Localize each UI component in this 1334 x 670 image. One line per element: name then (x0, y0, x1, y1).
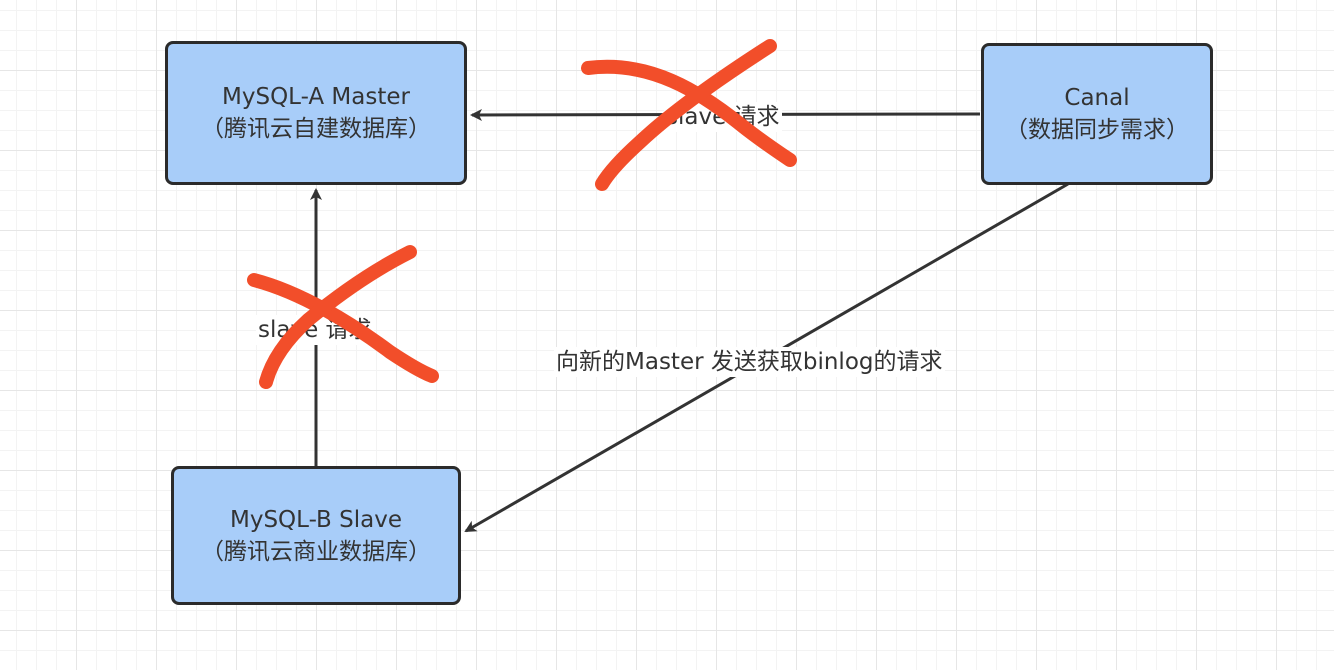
edge-label-canal-to-master: slave 请求 (664, 102, 782, 132)
node-mysql-b-slave[interactable]: MySQL-B Slave （腾讯云商业数据库） (171, 466, 461, 605)
node-canal[interactable]: Canal （数据同步需求） (981, 43, 1213, 185)
node-master-title: MySQL-A Master (222, 84, 410, 110)
node-mysql-a-master[interactable]: MySQL-A Master （腾讯云自建数据库） (165, 41, 467, 185)
node-slave-subtitle: （腾讯云商业数据库） (201, 538, 431, 565)
node-canal-subtitle: （数据同步需求） (1005, 117, 1189, 143)
edge-label-canal-to-slave: 向新的Master 发送获取binlog的请求 (554, 347, 945, 377)
node-canal-title: Canal (1064, 85, 1130, 111)
node-master-subtitle: （腾讯云自建数据库） (201, 116, 431, 142)
edge-label-slave-to-master: slave 请求 (256, 315, 374, 345)
node-slave-title: MySQL-B Slave (230, 506, 402, 533)
